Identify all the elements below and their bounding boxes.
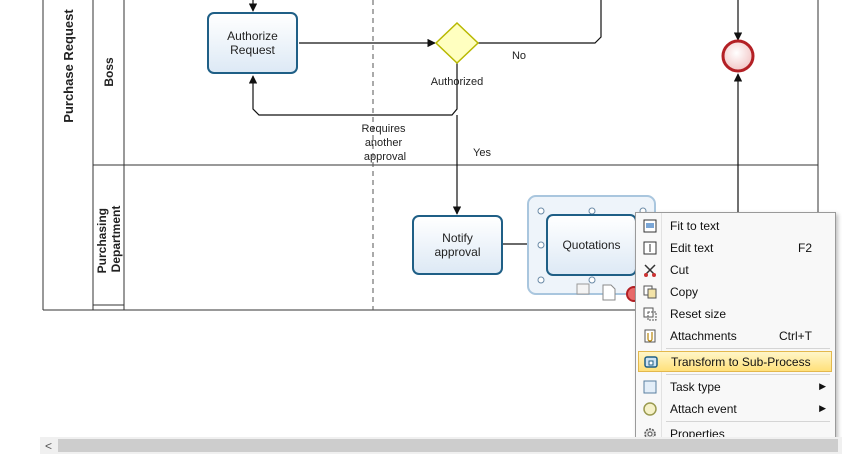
- submenu-arrow-icon: ▶: [819, 403, 826, 413]
- menu-item-label: Attachments: [670, 328, 737, 343]
- menu-separator: [666, 421, 830, 422]
- menu-item-edit-text[interactable]: Edit text F2: [638, 237, 832, 258]
- fit-to-text-icon: [642, 218, 658, 234]
- event-icon: [642, 401, 658, 417]
- lane-label-boss: Boss: [102, 57, 116, 87]
- menu-item-label: Fit to text: [670, 218, 720, 233]
- menu-icon-gutter: [661, 213, 662, 446]
- menu-item-fit-to-text[interactable]: Fit to text: [638, 215, 832, 236]
- menu-item-label: Task type: [670, 379, 721, 394]
- document-quick-icon: [602, 284, 616, 301]
- pool-label: Purchase Request: [61, 9, 76, 123]
- menu-item-label: Edit text: [670, 240, 714, 255]
- menu-item-copy[interactable]: Copy: [638, 281, 832, 302]
- lane-label-purchasing: Purchasing Department: [95, 205, 123, 274]
- menu-item-reset-size[interactable]: Reset size: [638, 303, 832, 324]
- copy-icon: [642, 284, 658, 300]
- scissors-icon: [642, 262, 658, 278]
- flow-no[interactable]: [478, 0, 602, 44]
- context-menu: Fit to text Edit text F2 Cut Copy Reset …: [635, 212, 836, 447]
- reset-size-icon: [642, 306, 658, 322]
- menu-item-attach-event[interactable]: Attach event ▶: [638, 398, 832, 419]
- selection-handles[interactable]: [537, 207, 647, 284]
- horizontal-scrollbar[interactable]: <: [40, 437, 842, 454]
- menu-item-label: Reset size: [670, 306, 727, 321]
- task-authorize-request[interactable]: Authorize Request: [207, 12, 298, 74]
- annotation-text: Requires another approval: [361, 123, 408, 163]
- menu-item-shortcut: F2: [797, 240, 812, 255]
- task-type-icon: [642, 379, 658, 395]
- menu-item-label: Attach event: [670, 401, 737, 416]
- end-event[interactable]: [721, 39, 755, 73]
- menu-item-label: Copy: [670, 284, 699, 299]
- task-notify-approval[interactable]: Notify approval: [412, 215, 503, 275]
- scroll-left-button[interactable]: <: [44, 438, 52, 453]
- menu-item-shortcut: Ctrl+T: [779, 328, 812, 343]
- subprocess-icon: [643, 354, 659, 370]
- menu-item-transform-to-subprocess[interactable]: Transform to Sub-Process: [638, 351, 832, 372]
- menu-item-task-type[interactable]: Task type ▶: [638, 376, 832, 397]
- task-label: Authorize Request: [227, 29, 278, 57]
- gateway-label: Authorized: [431, 76, 484, 88]
- task-quotations[interactable]: Quotations: [546, 214, 637, 276]
- flow-label-yes: Yes: [473, 147, 491, 159]
- menu-separator: [666, 374, 830, 375]
- menu-separator: [666, 348, 830, 349]
- task-label: Notify approval: [434, 231, 481, 259]
- attachment-icon: [642, 328, 658, 344]
- exclusive-gateway[interactable]: [434, 21, 480, 65]
- annotation-quick-icon: [576, 283, 590, 295]
- menu-item-attachments[interactable]: Attachments Ctrl+T: [638, 325, 832, 346]
- quick-action-icons[interactable]: [576, 283, 642, 302]
- flow-label-no: No: [512, 50, 526, 62]
- menu-item-cut[interactable]: Cut: [638, 259, 832, 280]
- scroll-thumb[interactable]: [58, 439, 838, 452]
- task-label: Quotations: [562, 238, 621, 252]
- submenu-arrow-icon: ▶: [819, 381, 826, 391]
- flow-loopback[interactable]: [248, 62, 458, 116]
- edit-text-icon: [642, 240, 658, 256]
- menu-item-label: Transform to Sub-Process: [671, 354, 811, 369]
- menu-item-label: Cut: [670, 262, 689, 277]
